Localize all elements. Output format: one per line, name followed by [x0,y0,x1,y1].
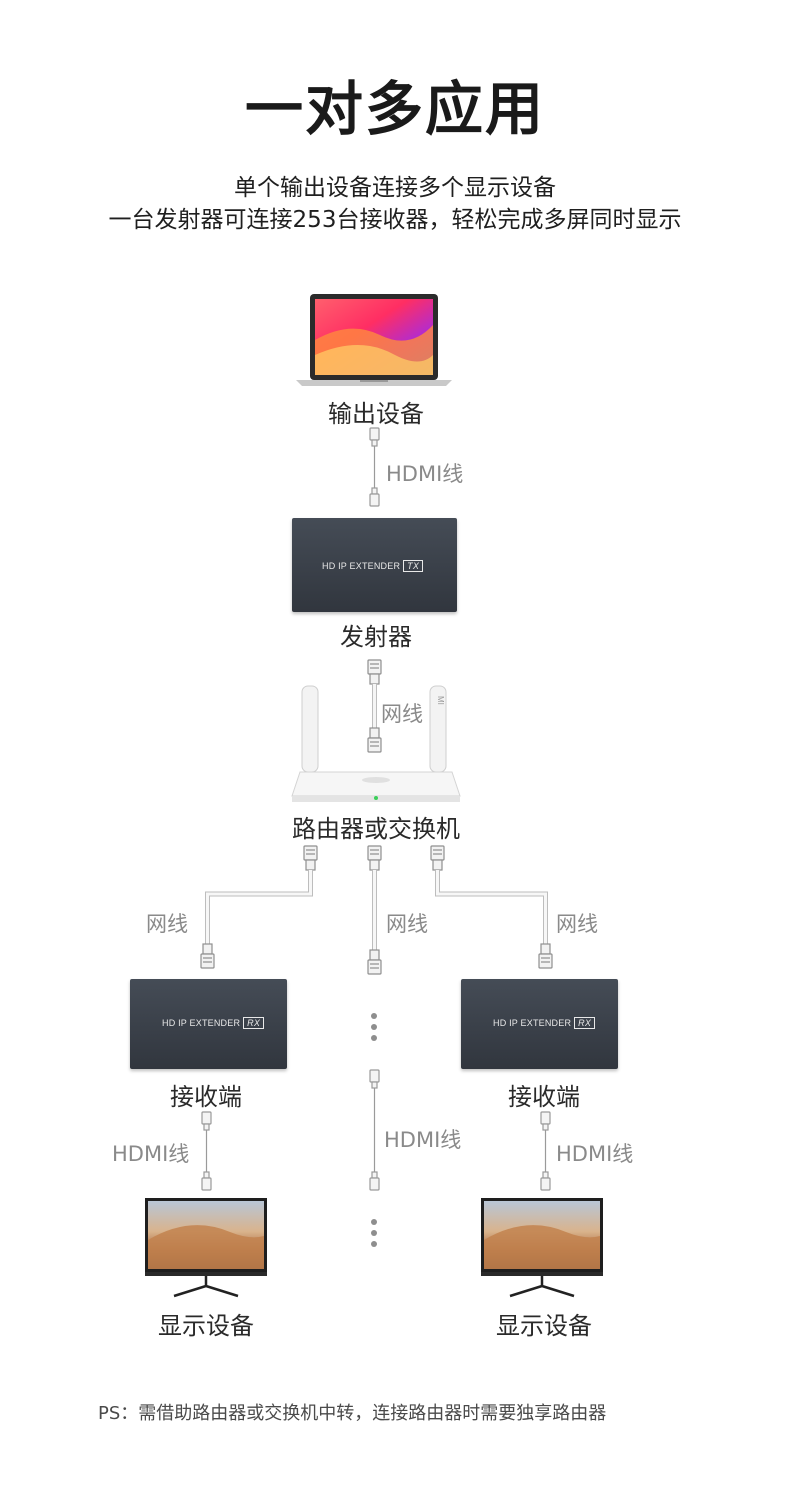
subtitle-line-1: 单个输出设备连接多个显示设备 [234,175,556,201]
router-icon: MI [291,685,461,802]
transmitter-label: 发射器 [340,623,412,651]
router-label: 路由器或交换机 [292,815,460,843]
network-cable-top [367,659,382,753]
display-right-label: 显示设备 [496,1312,592,1340]
subtitle-line-2: 一台发射器可连接253台接收器，轻松完成多屏同时显示 [108,207,682,233]
ellipsis-dots-upper [371,1013,377,1041]
receiver-left-label: 接收端 [170,1083,242,1111]
hdmi-cable-top-label: HDMI线 [386,462,464,486]
network-cable-left [200,845,318,969]
hdmi-cable-right-label: HDMI线 [556,1142,634,1166]
page-title: 一对多应用 [244,75,545,143]
network-cable-left-label: 网线 [146,912,188,936]
receiver-right-label: 接收端 [508,1083,580,1111]
rx-tag-right: RX [574,1017,596,1029]
display-left-label: 显示设备 [158,1312,254,1340]
tx-tag: TX [403,560,424,572]
network-cable-center-label: 网线 [386,912,428,936]
laptop-icon [296,294,452,386]
hdmi-cable-top [369,427,380,507]
hdmi-cable-center [369,1069,380,1191]
footer-note: PS：需借助路由器或交换机中转，连接路由器时需要独享路由器 [98,1403,607,1424]
network-cable-top-label: 网线 [381,702,423,726]
network-cable-center [367,845,382,975]
network-cable-right-label: 网线 [556,912,598,936]
hdmi-cable-left [201,1111,212,1191]
rx-tag-left: RX [243,1017,265,1029]
monitor-left-icon [145,1198,267,1298]
monitor-right-icon [481,1198,603,1298]
source-device-label: 输出设备 [328,400,424,428]
hdmi-cable-center-label: HDMI线 [384,1128,462,1152]
ellipsis-dots-lower [371,1219,377,1247]
hdmi-cable-left-label: HDMI线 [112,1142,190,1166]
svg-text:MI: MI [436,696,445,705]
hdmi-cable-right [540,1111,551,1191]
network-cable-right [430,845,553,969]
